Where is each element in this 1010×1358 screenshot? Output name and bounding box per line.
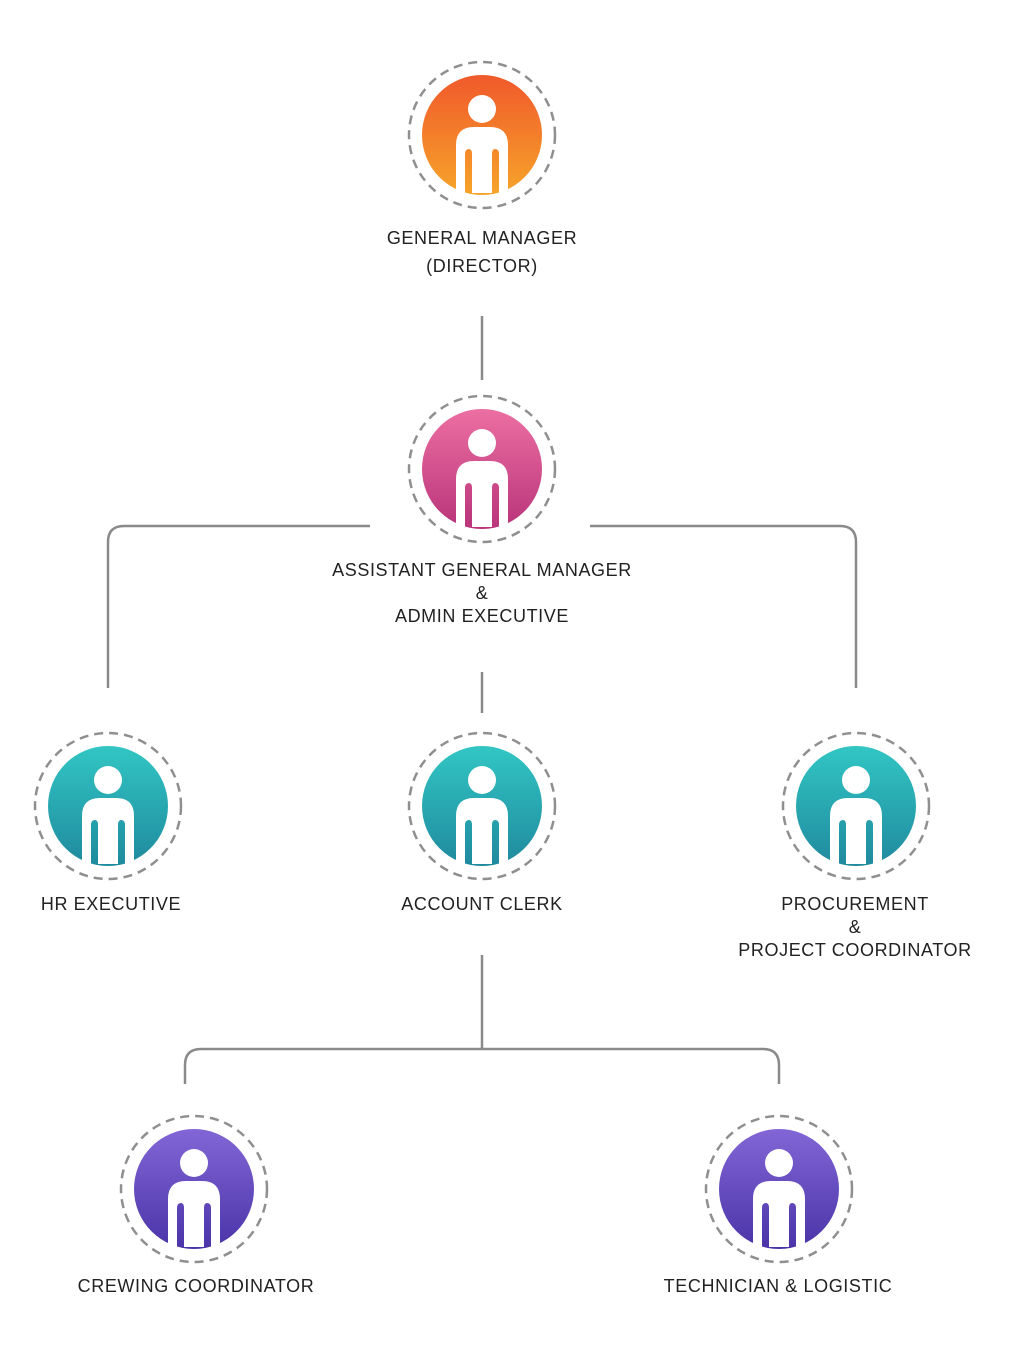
person-icon <box>407 60 557 210</box>
node-technician-logistic <box>703 1113 855 1265</box>
node-assistant-general-manager <box>406 393 558 545</box>
connector-agm-to-procurement <box>590 524 858 688</box>
person-body <box>753 1181 805 1247</box>
dashed-ring <box>781 731 931 881</box>
dashed-ring <box>407 394 557 544</box>
person-head <box>765 1149 793 1177</box>
person-head <box>468 429 496 457</box>
connector-branch-technician <box>482 1047 781 1084</box>
label-technician-logistic: TECHNICIAN & LOGISTIC <box>663 1276 893 1296</box>
person-head <box>94 766 122 794</box>
label-crewing-coordinator: CREWING COORDINATOR <box>77 1276 315 1296</box>
dashed-ring <box>119 1114 269 1264</box>
person-head <box>180 1149 208 1177</box>
person-icon <box>781 731 931 881</box>
label-procurement: PROCUREMENT & PROJECT COORDINATOR <box>738 894 972 960</box>
dashed-ring <box>33 731 183 881</box>
person-icon <box>33 731 183 881</box>
label-account-clerk: ACCOUNT CLERK <box>401 894 563 914</box>
dashed-ring <box>704 1114 854 1264</box>
person-body <box>82 798 134 864</box>
person-icon <box>407 394 557 544</box>
node-procurement <box>780 730 932 882</box>
person-body <box>168 1181 220 1247</box>
person-body <box>456 798 508 864</box>
connector-agm-to-hr <box>106 524 370 688</box>
label-hr-executive: HR EXECUTIVE <box>40 894 182 914</box>
node-account-clerk <box>406 730 558 882</box>
person-icon <box>119 1114 269 1264</box>
connector-branch-crewing <box>183 1047 482 1084</box>
node-crewing-coordinator <box>118 1113 270 1265</box>
person-body <box>456 127 508 193</box>
node-hr-executive <box>32 730 184 882</box>
label-assistant-general-manager: ASSISTANT GENERAL MANAGER & ADMIN EXECUT… <box>332 560 632 626</box>
label-general-manager: GENERAL MANAGER (DIRECTOR) <box>386 228 578 276</box>
person-body <box>456 461 508 527</box>
dashed-ring <box>407 60 557 210</box>
person-icon <box>704 1114 854 1264</box>
person-body <box>830 798 882 864</box>
person-head <box>468 95 496 123</box>
node-general-manager <box>406 59 558 211</box>
person-icon <box>407 731 557 881</box>
person-head <box>842 766 870 794</box>
dashed-ring <box>407 731 557 881</box>
person-head <box>468 766 496 794</box>
